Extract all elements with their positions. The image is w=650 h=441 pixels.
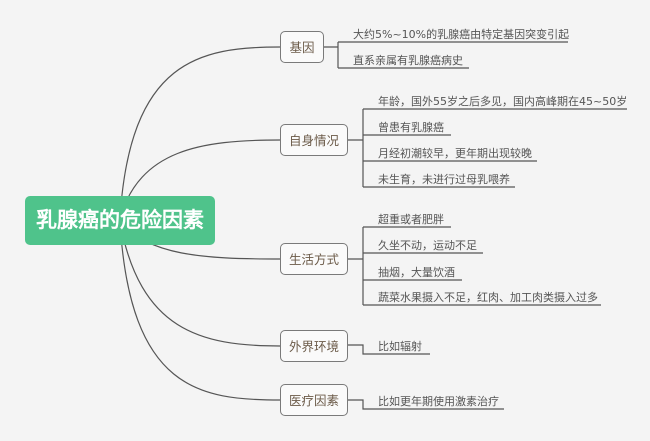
leaf[interactable]: 曾患有乳腺癌 bbox=[378, 121, 444, 134]
branch-lifestyle[interactable]: 生活方式 bbox=[280, 243, 348, 275]
leaf[interactable]: 抽烟，大量饮酒 bbox=[378, 266, 455, 279]
branch-medical[interactable]: 医疗因素 bbox=[280, 384, 348, 416]
leaf[interactable]: 大约5%~10%的乳腺癌由特定基因突变引起 bbox=[353, 28, 570, 41]
leaf[interactable]: 未生育，未进行过母乳喂养 bbox=[378, 173, 510, 186]
root-topic[interactable]: 乳腺癌的危险因素 bbox=[25, 196, 215, 245]
leaf[interactable]: 比如更年期使用激素治疗 bbox=[378, 395, 499, 408]
leaf[interactable]: 月经初潮较早，更年期出现较晚 bbox=[378, 147, 532, 160]
leaf[interactable]: 蔬菜水果摄入不足，红肉、加工肉类摄入过多 bbox=[378, 291, 598, 304]
leaf[interactable]: 久坐不动，运动不足 bbox=[378, 239, 477, 252]
branch-environment[interactable]: 外界环境 bbox=[280, 330, 348, 362]
branch-personal[interactable]: 自身情况 bbox=[280, 124, 348, 156]
leaf[interactable]: 超重或者肥胖 bbox=[378, 213, 444, 226]
branch-genes[interactable]: 基因 bbox=[280, 31, 324, 63]
leaf[interactable]: 比如辐射 bbox=[378, 340, 422, 353]
leaf[interactable]: 直系亲属有乳腺癌病史 bbox=[353, 54, 463, 67]
leaf[interactable]: 年龄，国外55岁之后多见，国内高峰期在45~50岁 bbox=[378, 95, 628, 108]
